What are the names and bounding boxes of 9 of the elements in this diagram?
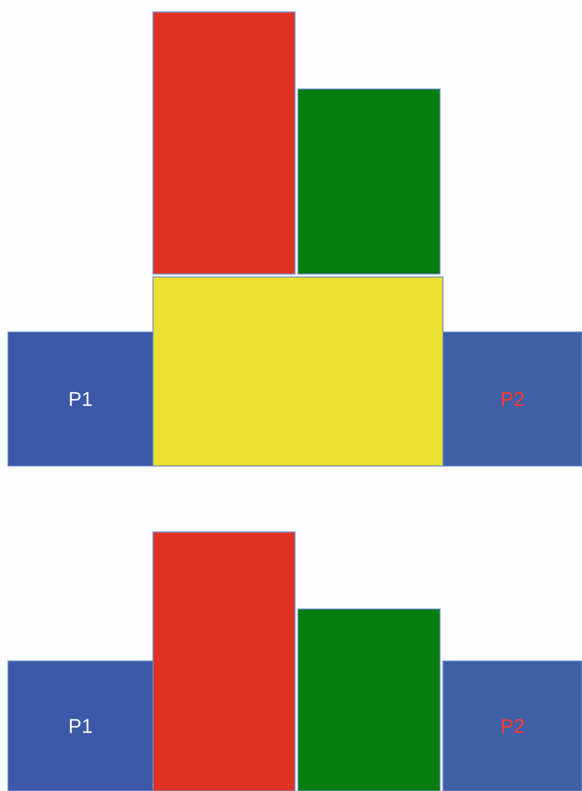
- label-box: P2: [442, 332, 582, 466]
- label-box: P1: [8, 660, 154, 791]
- bar-block: [298, 608, 440, 791]
- bar-block: [152, 12, 296, 274]
- bar-block: [298, 88, 440, 274]
- bar-block: [152, 532, 296, 791]
- label-box: P2: [442, 660, 582, 791]
- block: [152, 276, 444, 466]
- label-box: P1: [8, 332, 154, 466]
